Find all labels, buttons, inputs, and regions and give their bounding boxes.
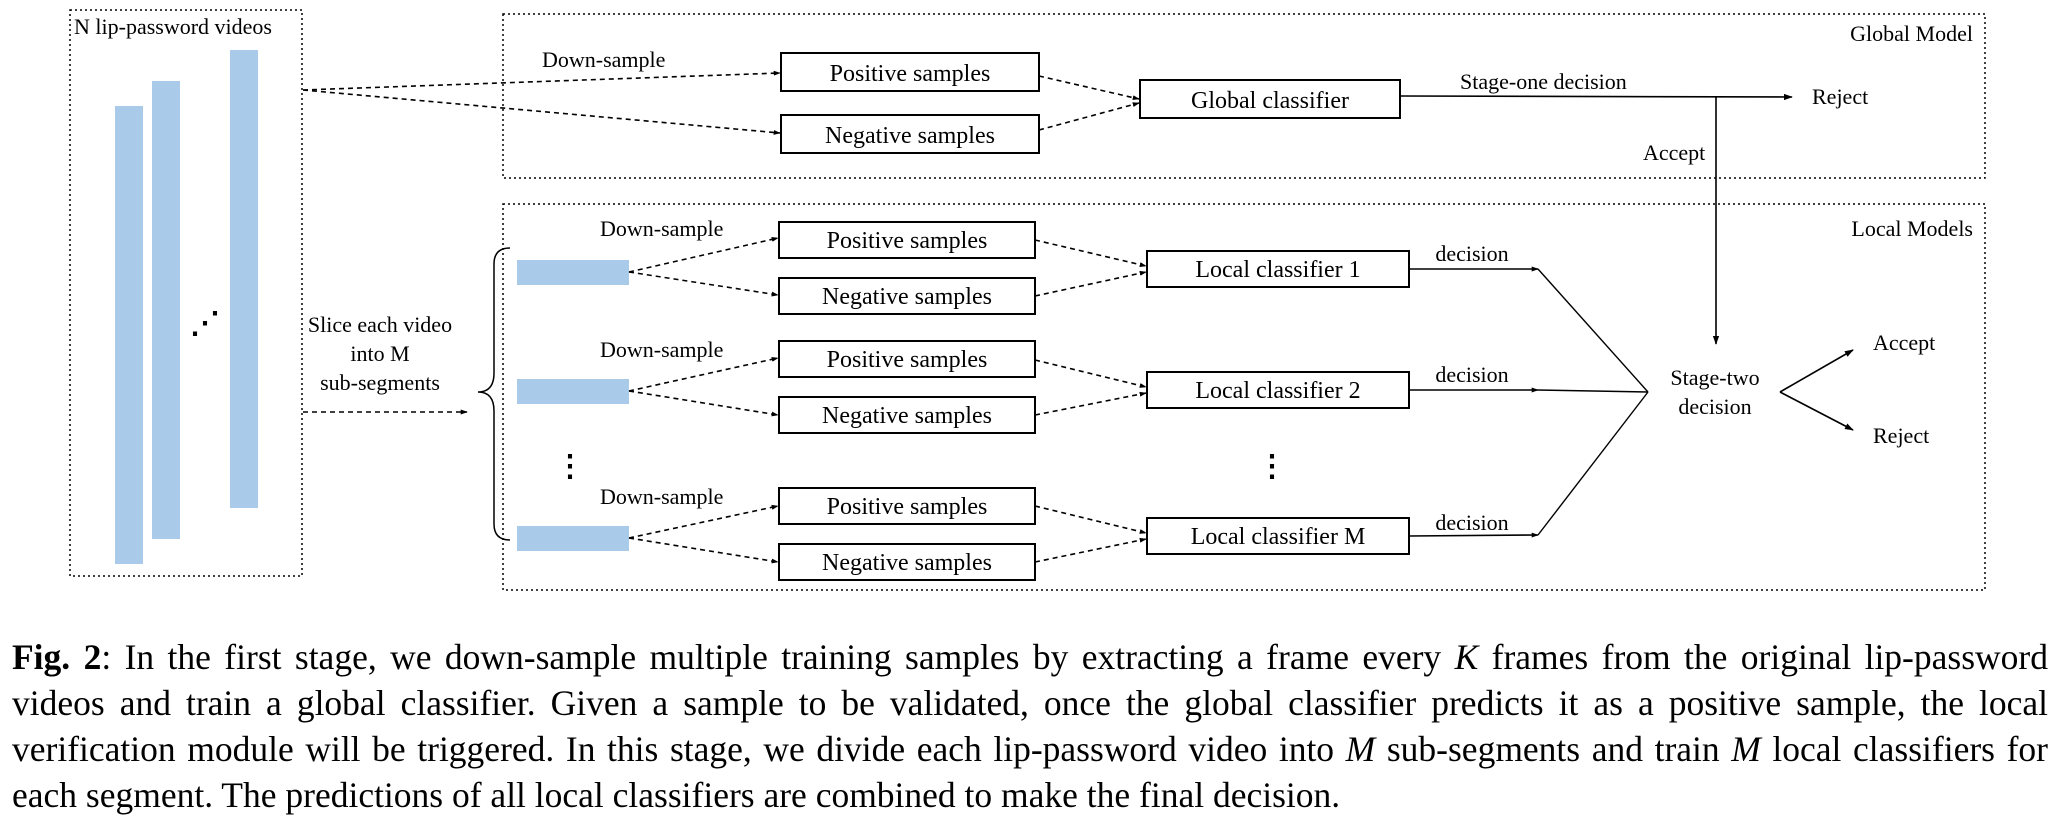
video-bar-2: [152, 81, 180, 539]
videos-panel-border: [69, 9, 303, 577]
local-positive-label-m: Positive samples: [827, 494, 988, 520]
local-negative-label-m: Negative samples: [822, 550, 992, 576]
local-downsample-label-m: Down-sample: [600, 484, 723, 509]
classifiers-ellipsis: ⋮: [1257, 450, 1287, 483]
stage-one-accept: Accept: [1643, 140, 1705, 165]
local-negative-box-m: [778, 543, 1036, 581]
global-classifier-label: Global classifier: [1191, 88, 1349, 114]
global-downsample-label: Down-sample: [542, 47, 665, 72]
caption-text-4: local classifiers for each segment. The …: [12, 729, 2048, 815]
slice-label-line1: Slice each video: [308, 312, 452, 337]
local-classifier-label-2: Local classifier 2: [1195, 378, 1360, 404]
caption-var-m2: M: [1731, 729, 1761, 769]
global-positive-label: Positive samples: [830, 61, 991, 87]
segment-bar-1: [517, 260, 629, 285]
local-positive-label-2: Positive samples: [827, 347, 988, 373]
local-models-border: [502, 203, 1986, 591]
global-classifier-box: [1139, 79, 1401, 119]
caption-var-k: K: [1454, 637, 1479, 677]
local-downsample-label-1: Down-sample: [600, 216, 723, 241]
local-downsample-label-2: Down-sample: [600, 337, 723, 362]
video-bar-1: [115, 106, 143, 564]
local-negative-box-2: [778, 396, 1036, 434]
local-classifier-label-1: Local classifier 1: [1195, 257, 1360, 283]
global-negative-label: Negative samples: [825, 123, 995, 149]
caption-label: Fig. 2: [12, 637, 102, 677]
local-positive-box-2: [778, 340, 1036, 378]
caption-text-2: frames from the original lip-password vi…: [12, 637, 2048, 769]
local-positive-box-m: [778, 487, 1036, 525]
local-positive-label-1: Positive samples: [827, 228, 988, 254]
video-bar-3: [230, 50, 258, 508]
local-negative-label-1: Negative samples: [822, 284, 992, 310]
caption-text-3: sub-segments and train: [1375, 729, 1732, 769]
segments-ellipsis: ⋮: [555, 450, 585, 483]
local-classifier-box-m: [1146, 517, 1410, 555]
pipeline-diagram: N lip-password videos ⋰ Global Model Dow…: [69, 9, 1986, 591]
segments-brace: [477, 247, 511, 541]
stage-two-line1: Stage-two: [1670, 365, 1759, 390]
decision-label-2: decision: [1435, 362, 1508, 387]
global-positive-box: [780, 52, 1040, 92]
local-classifier-label-m: Local classifier M: [1191, 524, 1366, 550]
global-model-title: Global Model: [1850, 21, 1973, 46]
stage-two-line2: decision: [1678, 394, 1751, 419]
global-model-border: [502, 13, 1986, 179]
local-negative-label-2: Negative samples: [822, 403, 992, 429]
local-models-panel: Local Models Slice each video into M sub…: [303, 203, 1986, 591]
decision-label-1: decision: [1435, 241, 1508, 266]
stage-one-reject: Reject: [1812, 84, 1868, 109]
slice-label-line3: sub-segments: [320, 370, 440, 395]
caption-var-m1: M: [1345, 729, 1376, 769]
stage-two-reject: Reject: [1873, 423, 1929, 448]
figure-caption: Fig. 2: In the first stage, we down-samp…: [12, 634, 2048, 818]
videos-ellipsis: ⋰: [190, 307, 220, 340]
slice-label-line2: into M: [350, 341, 409, 366]
global-negative-box: [780, 114, 1040, 154]
videos-panel: N lip-password videos ⋰: [69, 9, 303, 577]
stage-two-accept: Accept: [1873, 330, 1935, 355]
segment-bar-2: [517, 379, 629, 404]
videos-panel-title: N lip-password videos: [74, 14, 272, 39]
global-model-panel: Global Model Down-sample Positive sample…: [302, 13, 1986, 345]
stage-one-label: Stage-one decision: [1460, 69, 1627, 94]
segment-bar-m: [517, 526, 629, 551]
local-models-title: Local Models: [1851, 216, 1973, 241]
decision-label-m: decision: [1435, 510, 1508, 535]
caption-text-1: : In the first stage, we down-sample mul…: [101, 637, 1455, 677]
